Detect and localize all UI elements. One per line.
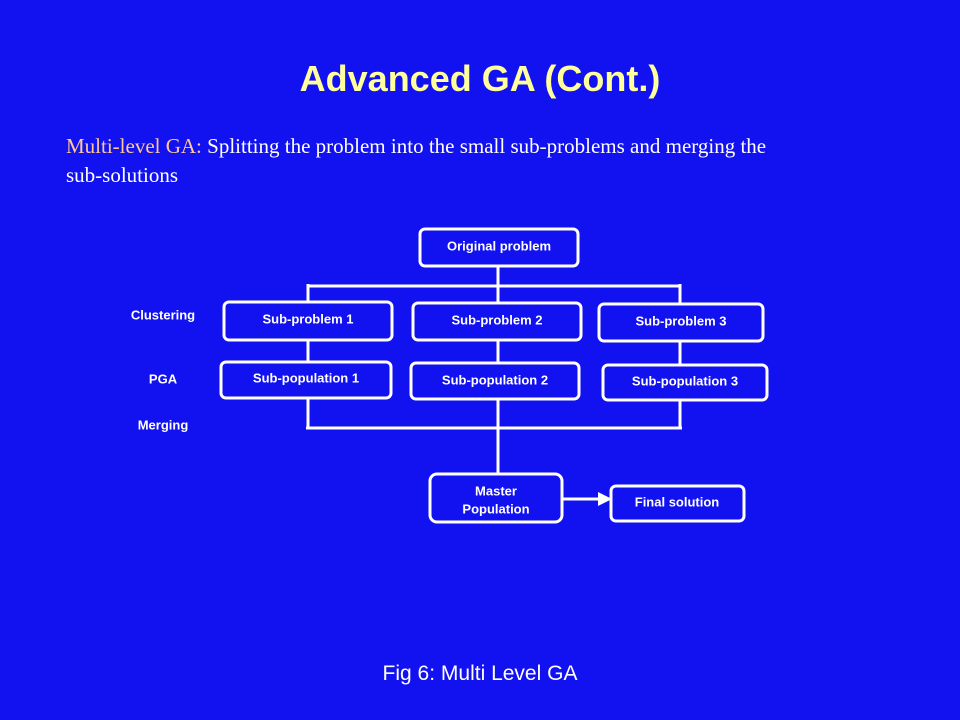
intro-text: Splitting the problem into the small sub… (66, 134, 767, 187)
sub-problem-3-label: Sub-problem 3 (635, 313, 726, 328)
master-population-label-line2: Population (462, 501, 529, 516)
box-sub-population-1: Sub-population 1 (219, 360, 393, 400)
box-original-problem-label: Original problem (447, 238, 551, 253)
side-label-merging: Merging (138, 417, 189, 432)
sub-population-1-label: Sub-population 1 (253, 370, 359, 385)
arrow-head-icon (598, 492, 612, 506)
box-sub-problem-2: Sub-problem 2 (411, 301, 583, 342)
box-original-problem: Original problem (418, 227, 580, 268)
box-sub-problem-1: Sub-problem 1 (222, 300, 394, 342)
master-population-label-line1: Master (475, 483, 517, 498)
slide-title: Advanced GA (Cont.) (299, 58, 661, 99)
side-label-pga: PGA (149, 371, 178, 386)
box-sub-problem-3: Sub-problem 3 (597, 302, 765, 343)
box-sub-population-3: Sub-population 3 (601, 363, 769, 402)
figure-caption: Fig 6: Multi Level GA (382, 662, 578, 685)
intro-paragraph: Multi-level GA: Splitting the problem in… (66, 132, 806, 190)
side-label-clustering: Clustering (131, 307, 195, 322)
sub-problem-2-label: Sub-problem 2 (451, 312, 542, 327)
intro-term: Multi-level GA: (66, 134, 202, 158)
final-solution-label: Final solution (635, 494, 720, 509)
box-master-population: Master Population (428, 472, 564, 524)
sub-population-2-label: Sub-population 2 (442, 372, 548, 387)
sub-population-3-label: Sub-population 3 (632, 373, 738, 388)
box-sub-population-2: Sub-population 2 (409, 361, 581, 401)
sub-problem-1-label: Sub-problem 1 (262, 311, 353, 326)
connectors (306, 266, 682, 506)
box-final-solution: Final solution (609, 484, 746, 523)
